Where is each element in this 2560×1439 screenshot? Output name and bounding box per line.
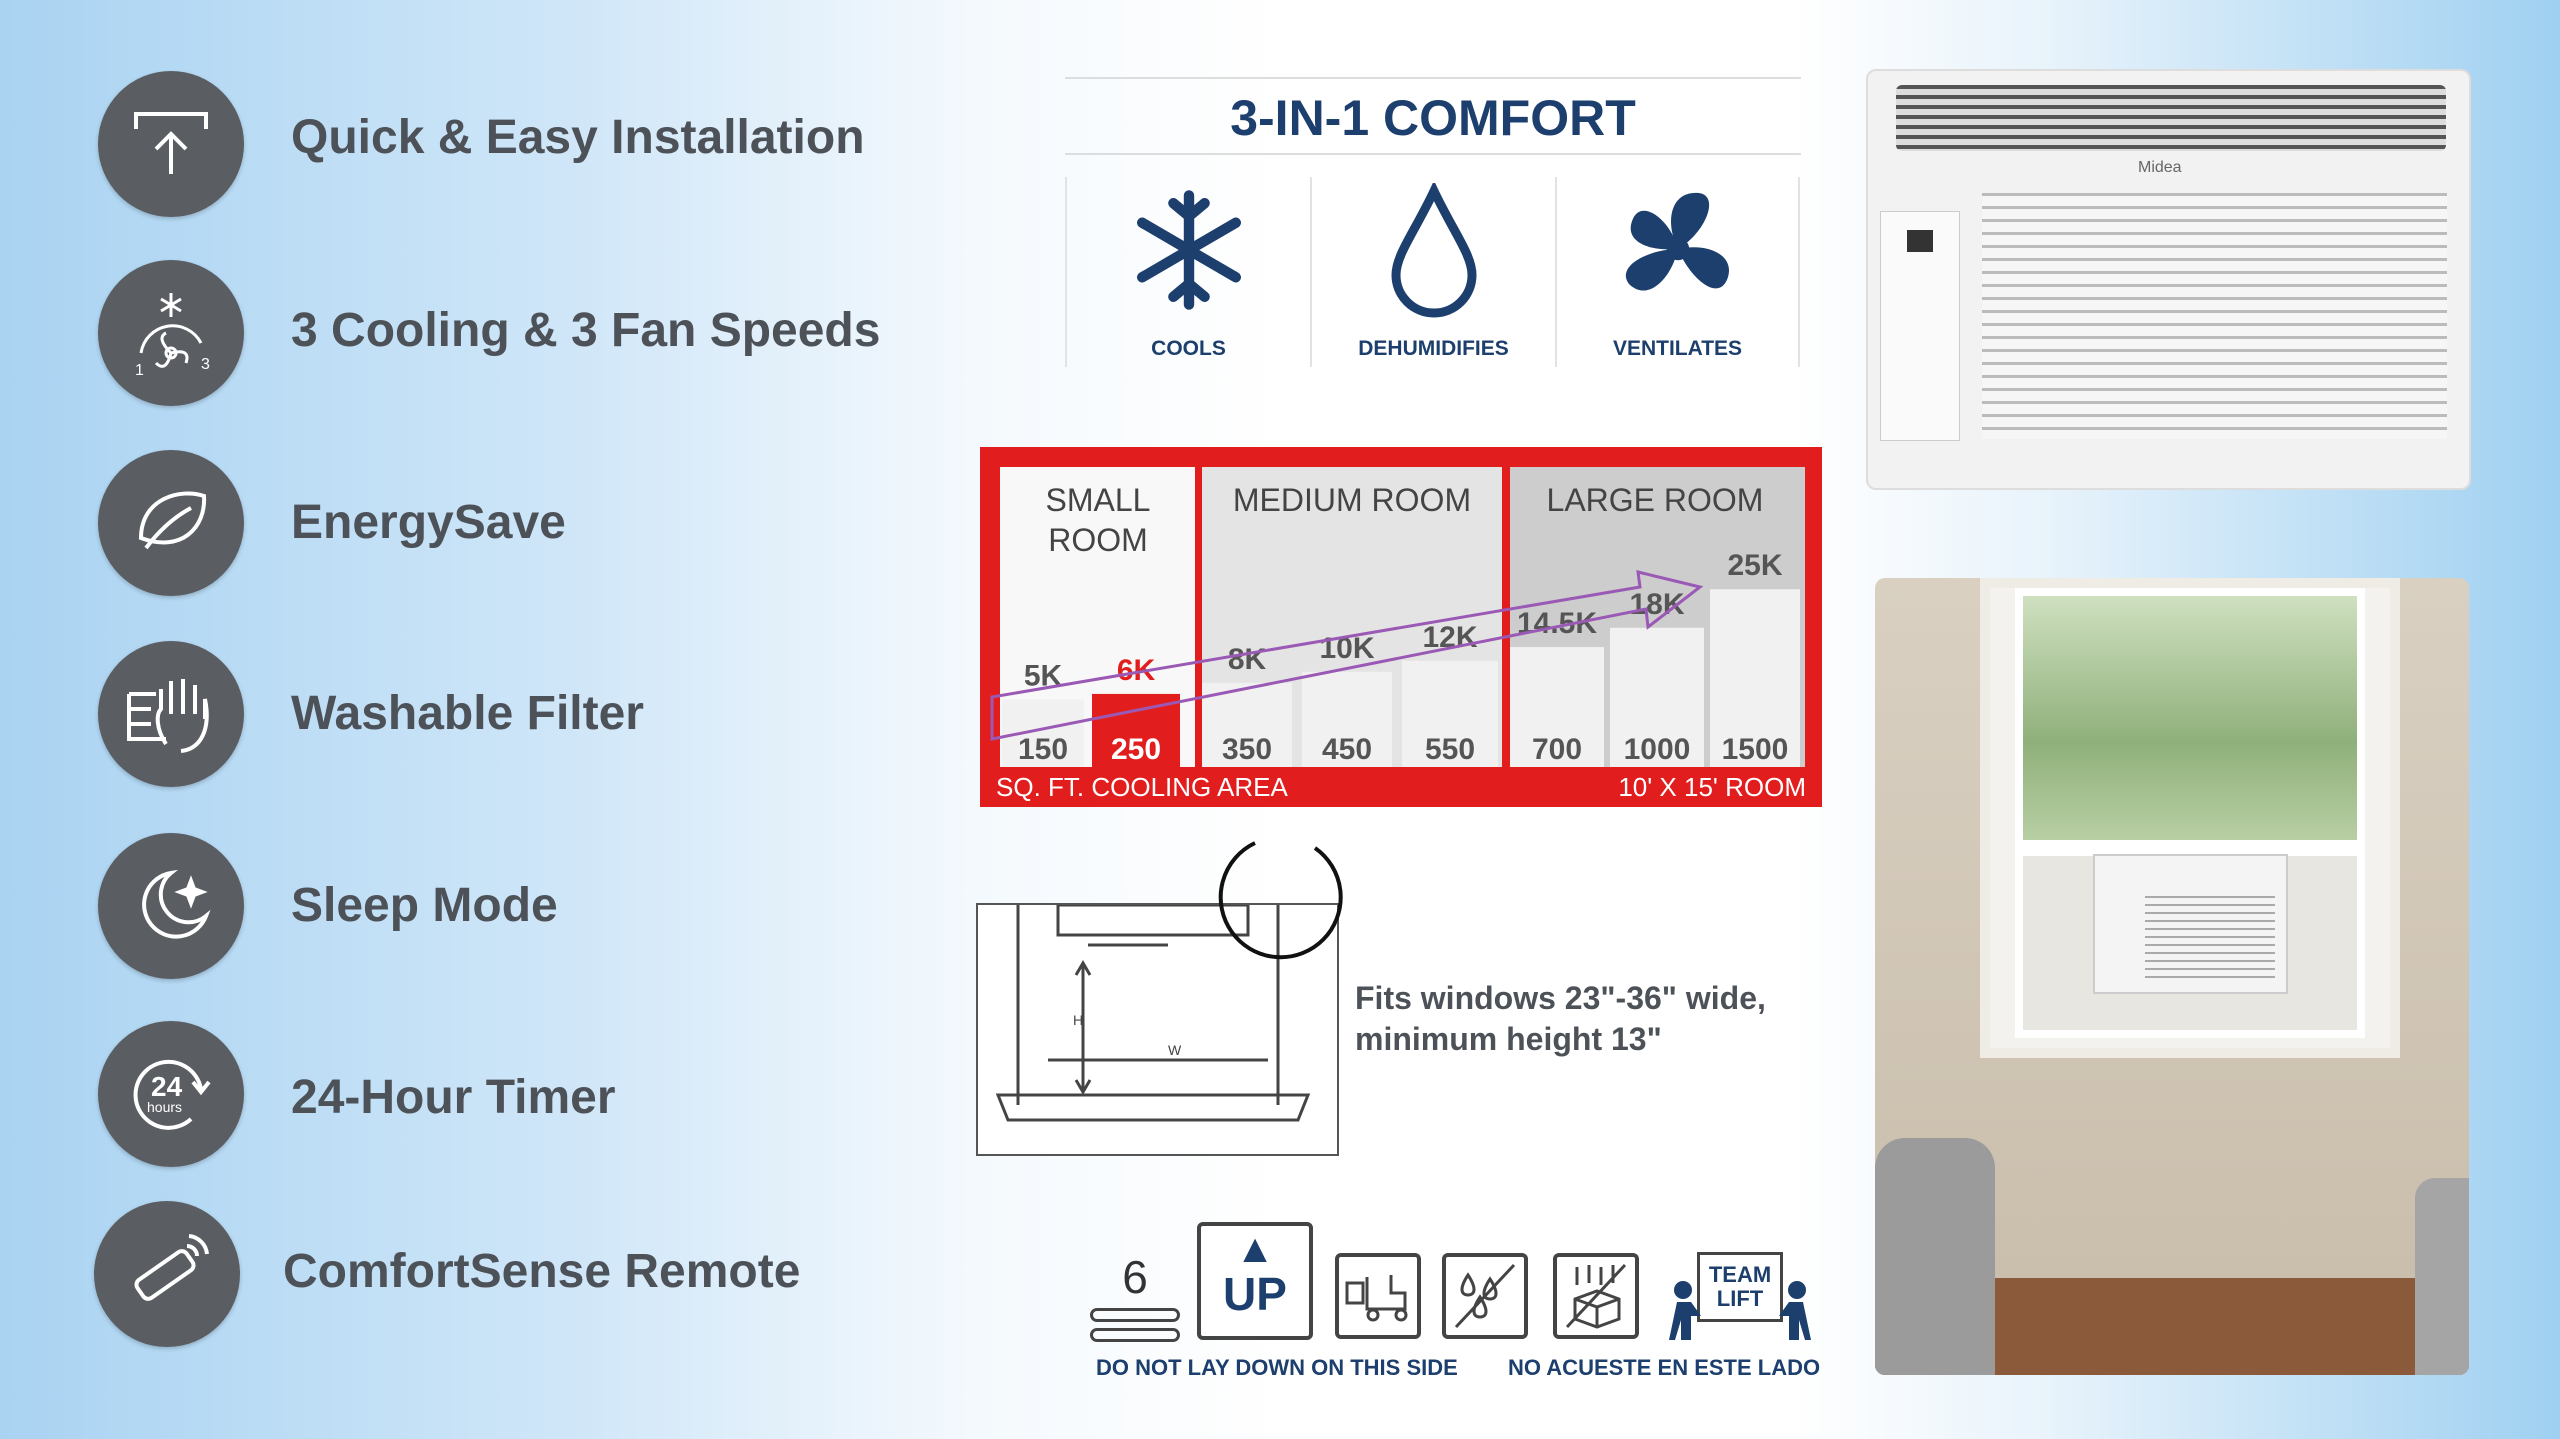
bar [1510, 647, 1604, 767]
x-axis-label: SQ. FT. COOLING AREA [996, 772, 1288, 802]
bar [1710, 589, 1800, 767]
svg-text:H: H [1073, 1012, 1083, 1028]
label-spanish: NO ACUESTE EN ESTE LADO [1508, 1355, 1821, 1380]
value-label: 8K [1228, 643, 1267, 676]
value-label: 14.5K [1517, 607, 1597, 640]
window-fit-text: Fits windows 23"-36" wide,minimum height… [1355, 980, 1766, 1057]
hand-filter-icon [98, 641, 244, 787]
snowflake-icon [1136, 190, 1241, 310]
this-side-up-icon: ▲ UP [1197, 1222, 1313, 1340]
zoom-circle [1218, 841, 1343, 960]
group-label: LARGE ROOM [1547, 482, 1764, 518]
group-label: MEDIUM ROOM [1233, 482, 1471, 518]
trend-arrow [990, 570, 1704, 741]
room-installation-image [1875, 578, 2469, 1375]
no-crush-icon [1553, 1253, 1639, 1339]
fan-icon [1625, 192, 1729, 291]
remote-icon [94, 1201, 240, 1347]
category-label: 1000 [1624, 733, 1691, 766]
keep-dry-icon [1442, 1253, 1528, 1339]
feature-label: Quick & Easy Installation [291, 111, 865, 164]
comfort-title: 3-IN-1 COMFORT [1065, 77, 1801, 155]
svg-text:1: 1 [135, 362, 144, 379]
no-forklift-icon [1335, 1253, 1421, 1339]
category-label: 350 [1222, 733, 1272, 766]
install-arrow-icon [98, 71, 244, 217]
leaf-icon [98, 450, 244, 596]
mode-ventilates: VENTILATES [1555, 177, 1800, 367]
bar [1092, 693, 1180, 767]
stack-limit-icon: 6 [1090, 1250, 1180, 1342]
bar [1302, 671, 1392, 767]
feature-label: Washable Filter [291, 687, 644, 740]
svg-text:3: 3 [201, 356, 210, 373]
bar [1610, 627, 1704, 767]
svg-text:W: W [1168, 1042, 1182, 1058]
mode-dehumidifies: DEHUMIDIFIES [1310, 177, 1555, 367]
category-label: 250 [1111, 733, 1161, 766]
water-drop-icon [1390, 180, 1477, 318]
feature-label: 3 Cooling & 3 Fan Speeds [291, 304, 881, 357]
feature-label: 24-Hour Timer [291, 1071, 616, 1124]
mode-label: VENTILATES [1612, 337, 1743, 360]
chart-plot: 5K1506K2508K35010K45012K55014.5K70018K10… [990, 467, 1805, 767]
brand-logo: Midea [2138, 159, 2182, 176]
category-label: 700 [1532, 733, 1582, 766]
mode-label: COOLS [1151, 337, 1226, 360]
control-panel [1880, 211, 1960, 441]
feature-label: ComfortSense Remote [283, 1245, 801, 1298]
comfort-panel: 3-IN-1 COMFORT COOLS DEHUMIDIFIES VENTIL… [1065, 77, 1801, 367]
air-conditioner-image: Midea [1866, 69, 2471, 490]
feature-label: EnergySave [291, 496, 566, 549]
bar [1202, 682, 1292, 767]
category-label: 150 [1018, 733, 1068, 766]
feature-label: Sleep Mode [291, 879, 558, 932]
moon-icon [98, 833, 244, 979]
room-note: 10' X 15' ROOM [1618, 772, 1806, 802]
label-english: DO NOT LAY DOWN ON THIS SIDE [1096, 1355, 1458, 1380]
window-diagram: H W [976, 903, 1339, 1156]
bar [1402, 660, 1498, 767]
category-label: 1500 [1722, 733, 1789, 766]
category-label: 450 [1322, 733, 1372, 766]
category-label: 550 [1425, 733, 1475, 766]
mode-label: DEHUMIDIFIES [1358, 337, 1509, 360]
group-label-small: SMALL [1046, 482, 1151, 518]
svg-text:24: 24 [151, 1071, 183, 1102]
mode-cools: COOLS [1065, 177, 1310, 367]
group-label-small-line2: ROOM [1048, 522, 1148, 558]
value-label: 25K [1727, 549, 1782, 582]
svg-text:hours: hours [147, 1099, 182, 1115]
